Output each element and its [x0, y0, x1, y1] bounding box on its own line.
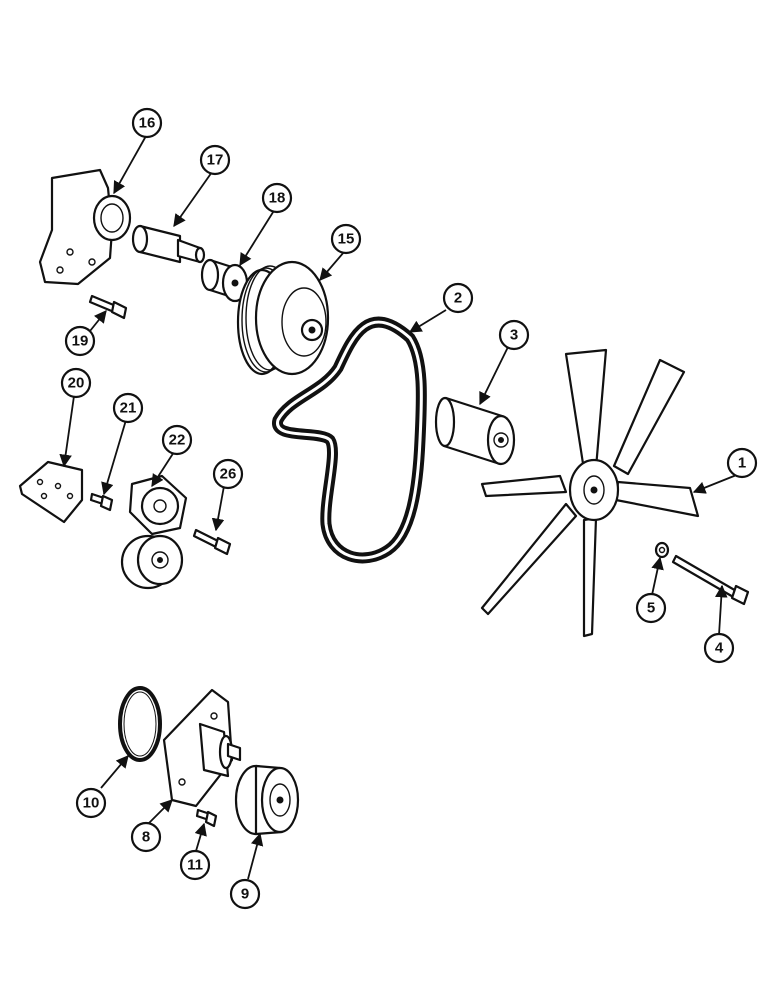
callout-label: 16 — [139, 115, 156, 132]
callout-label: 11 — [187, 857, 203, 874]
callout-21: 21 — [112, 392, 144, 424]
callout-label: 5 — [647, 600, 655, 617]
callout-label: 17 — [207, 152, 224, 169]
callout-label: 21 — [120, 400, 137, 417]
callout-26: 26 — [212, 458, 244, 490]
part-17-shaft — [131, 224, 206, 264]
callout-2: 2 — [442, 282, 474, 314]
part-5-nut — [654, 541, 670, 559]
callout-label: 2 — [454, 290, 462, 307]
part-4-long-bolt — [671, 554, 750, 606]
callout-label: 1 — [738, 455, 746, 472]
callout-10: 10 — [75, 787, 107, 819]
part-15-pulley — [236, 260, 330, 376]
callout-17: 17 — [199, 144, 231, 176]
callout-label: 26 — [220, 466, 237, 483]
part-1-fan — [480, 348, 700, 638]
part-18-hub — [200, 258, 249, 303]
part-21-screw — [89, 492, 114, 512]
part-22-tensioner — [120, 474, 188, 590]
callout-16: 16 — [131, 107, 163, 139]
callout-4: 4 — [703, 632, 735, 664]
callout-label: 15 — [338, 231, 355, 248]
callout-19: 19 — [64, 325, 96, 357]
callout-label: 20 — [68, 375, 85, 392]
callout-22: 22 — [161, 424, 193, 456]
part-11-screw — [195, 808, 218, 828]
part-20-bracket-plate — [18, 460, 84, 524]
leader-lines — [59, 135, 740, 880]
callout-11: 11 — [179, 849, 211, 881]
part-9-pulley — [234, 764, 300, 836]
callout-18: 18 — [261, 182, 293, 214]
part-16-bracket — [38, 168, 132, 286]
callout-label: 9 — [241, 886, 249, 903]
part-19-bolt — [88, 294, 128, 320]
callout-label: 10 — [83, 795, 100, 812]
callout-15: 15 — [330, 223, 362, 255]
callout-1: 1 — [726, 447, 758, 479]
callout-label: 22 — [169, 432, 186, 449]
callout-label: 4 — [715, 640, 724, 657]
part-10-o-ring — [118, 686, 162, 762]
callout-3: 3 — [498, 319, 530, 351]
callout-9: 9 — [229, 878, 261, 910]
callout-8: 8 — [130, 821, 162, 853]
callout-5: 5 — [635, 592, 667, 624]
callout-label: 18 — [269, 190, 286, 207]
part-3-roller — [434, 396, 516, 466]
callout-20: 20 — [60, 367, 92, 399]
callout-label: 19 — [72, 333, 89, 350]
callout-label: 3 — [510, 327, 518, 344]
part-8-pump-housing — [162, 688, 242, 808]
callout-label: 8 — [142, 829, 150, 846]
part-26-bolt — [192, 528, 232, 556]
part-2-belt — [272, 316, 427, 564]
